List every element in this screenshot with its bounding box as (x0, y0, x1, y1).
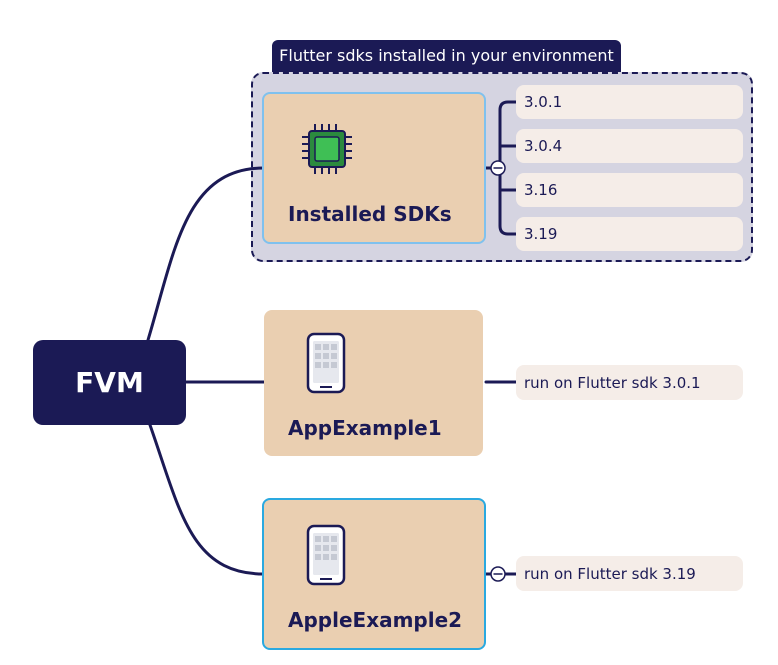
root-topic-fvm[interactable]: FVM (33, 340, 186, 425)
boundary-label: Flutter sdks installed in your environme… (272, 40, 621, 72)
collapse-icon[interactable] (490, 160, 506, 176)
sdk-version-item[interactable]: 3.16 (516, 173, 743, 207)
collapse-icon[interactable] (490, 566, 506, 582)
sdk-version-item[interactable]: 3.19 (516, 217, 743, 251)
run-note[interactable]: run on Flutter sdk 3.19 (516, 556, 743, 591)
run-note[interactable]: run on Flutter sdk 3.0.1 (516, 365, 743, 400)
connector-root-installed (146, 166, 266, 342)
chip-icon (302, 124, 352, 174)
topic-label: AppleExample2 (288, 608, 463, 632)
topic-installed-sdks[interactable]: Installed SDKs (262, 92, 486, 244)
topic-label: AppExample1 (288, 416, 442, 440)
topic-app-example-1[interactable]: AppExample1 (264, 310, 483, 456)
topic-apple-example-2[interactable]: AppleExample2 (262, 498, 486, 650)
sdk-version-item[interactable]: 3.0.1 (516, 85, 743, 119)
connector-root-app2 (148, 423, 266, 576)
root-label: FVM (75, 366, 144, 399)
phone-icon (306, 524, 346, 586)
topic-label: Installed SDKs (288, 202, 452, 226)
sdk-version-item[interactable]: 3.0.4 (516, 129, 743, 163)
phone-icon (306, 332, 346, 394)
